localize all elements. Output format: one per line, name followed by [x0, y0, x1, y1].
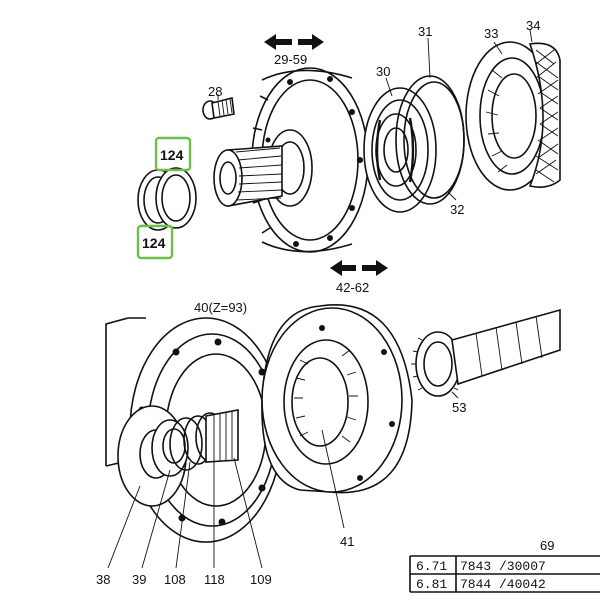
- callout-labels: 28 29-59 30 31 32 33 34 42-62 40(Z=93) 5…: [96, 18, 540, 587]
- clutch-plate-33: [465, 41, 555, 191]
- callout-53: 53: [452, 400, 466, 415]
- bearing-30: [363, 87, 437, 213]
- drum-41: [261, 304, 413, 494]
- ref-row-1-col-2: 7843 /30007: [460, 559, 546, 574]
- callout-109: 109: [250, 572, 272, 587]
- callout-30: 30: [376, 64, 390, 79]
- arrow-42-62: [330, 260, 388, 276]
- callout-108: 108: [164, 572, 186, 587]
- callout-29-59: 29-59: [274, 52, 307, 67]
- callout-28: 28: [208, 84, 222, 99]
- callout-41: 41: [340, 534, 354, 549]
- ref-row-2-col-1: 6.81: [416, 577, 447, 592]
- highlight-124-bottom: 124: [136, 224, 174, 260]
- callout-40: 40(Z=93): [194, 300, 247, 315]
- ref-row-1-col-1: 6.71: [416, 559, 447, 574]
- callout-38: 38: [96, 572, 110, 587]
- arrow-29-59: [264, 34, 324, 50]
- seal-rings-124: [137, 167, 197, 231]
- reference-table: 69 6.71 7843 /30007 6.81 7844 /40042: [409, 538, 600, 593]
- pinion-stack: [117, 405, 239, 507]
- gear-53: [411, 331, 465, 397]
- highlight-124-top: 124: [154, 136, 192, 172]
- leader-lines-top: [217, 29, 533, 201]
- callout-42-62: 42-62: [336, 280, 369, 295]
- pump-housing-assembly: [213, 67, 369, 253]
- output-shaft: [451, 308, 561, 386]
- callout-33: 33: [484, 26, 498, 41]
- callout-34: 34: [526, 18, 540, 33]
- page-fragment: 69: [540, 538, 554, 553]
- callout-118: 118: [204, 572, 225, 587]
- leader-lines-bottom: [107, 391, 459, 569]
- callout-32: 32: [450, 202, 464, 217]
- callout-39: 39: [132, 572, 146, 587]
- ref-row-2-col-2: 7844 /40042: [460, 577, 546, 592]
- bolt-28: [202, 97, 235, 120]
- callout-31: 31: [418, 24, 432, 39]
- callout-124-bottom: 124: [142, 235, 166, 251]
- callout-124-top: 124: [160, 147, 184, 163]
- friction-disc-34: [528, 42, 561, 188]
